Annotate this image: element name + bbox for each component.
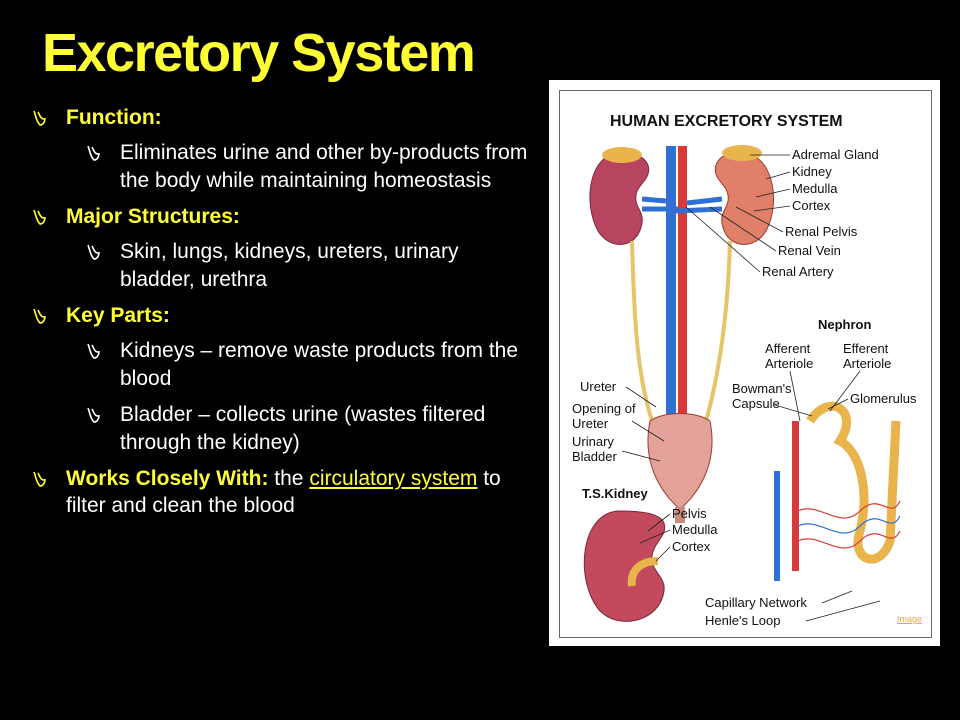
label-adremal: Adremal Gland: [792, 147, 879, 162]
label-capsule: Capsule: [732, 396, 780, 411]
structures-text: Skin, lungs, kidneys, ureters, urinary b…: [120, 240, 459, 291]
bullet-mark-icon: [84, 143, 104, 163]
function-text: Eliminates urine and other by-products f…: [120, 141, 528, 192]
label-renal-artery: Renal Artery: [762, 264, 834, 279]
structures-label: Major Structures:: [66, 205, 240, 228]
works-with-label: Works Closely With:: [66, 467, 269, 490]
bullet-mark-icon: [30, 108, 50, 128]
image-credit-link[interactable]: Image: [896, 614, 922, 624]
bladder-text: Bladder – collects urine (wastes filtere…: [120, 403, 486, 454]
excretory-system-diagram: HUMAN EXCRETORY SYSTEM Adremal Gland Kid…: [549, 80, 940, 646]
bullet-mark-icon: [84, 405, 104, 425]
label-medulla: Medulla: [792, 181, 838, 196]
label-cortex: Cortex: [792, 198, 831, 213]
circulatory-system-link[interactable]: circulatory system: [309, 467, 478, 490]
diagram-frame: HUMAN EXCRETORY SYSTEM Adremal Gland Kid…: [559, 90, 932, 638]
label-afferent-arteriole: Arteriole: [765, 356, 813, 371]
works-with-text: Works Closely With: the circulatory syst…: [66, 467, 501, 517]
bullet-mark-icon: [30, 207, 50, 227]
ts-kidney-heading: T.S.Kidney: [582, 486, 649, 501]
bullet-function-detail: Eliminates urine and other by-products f…: [30, 139, 530, 195]
bullet-key-parts: Key Parts:: [30, 302, 530, 329]
label-efferent: Efferent: [843, 341, 889, 356]
bullet-structures-detail: Skin, lungs, kidneys, ureters, urinary b…: [30, 238, 530, 294]
bullet-mark-icon: [30, 306, 50, 326]
bullet-mark-icon: [30, 469, 50, 489]
function-label: Function:: [66, 106, 162, 129]
bullet-kidneys: Kidneys – remove waste products from the…: [30, 337, 530, 393]
bullet-mark-icon: [84, 341, 104, 361]
works-post: to filter and clean the blood: [66, 467, 501, 517]
label-bowmans: Bowman's: [732, 381, 792, 396]
label-kidney: Kidney: [792, 164, 832, 179]
label-ts-cortex: Cortex: [672, 539, 711, 554]
bullet-works-with: Works Closely With: the circulatory syst…: [30, 465, 530, 519]
label-ts-pelvis: Pelvis: [672, 506, 707, 521]
nephron-heading: Nephron: [818, 317, 872, 332]
bullet-bladder: Bladder – collects urine (wastes filtere…: [30, 401, 530, 457]
label-ureter: Ureter: [580, 379, 617, 394]
label-afferent: Afferent: [765, 341, 811, 356]
kidneys-text: Kidneys – remove waste products from the…: [120, 339, 519, 390]
label-capillary-network: Capillary Network: [705, 595, 807, 610]
bullet-structures: Major Structures:: [30, 203, 530, 230]
diagram-heading: HUMAN EXCRETORY SYSTEM: [610, 113, 843, 130]
label-glomerulus: Glomerulus: [850, 391, 917, 406]
label-ts-medulla: Medulla: [672, 522, 718, 537]
diagram-illustration: HUMAN EXCRETORY SYSTEM Adremal Gland Kid…: [572, 113, 917, 628]
bullet-mark-icon: [84, 242, 104, 262]
slide-title: Excretory System: [42, 23, 476, 83]
label-opening-ureter: Ureter: [572, 416, 609, 431]
label-bladder: Bladder: [572, 449, 617, 464]
key-parts-label: Key Parts:: [66, 304, 170, 327]
works-pre: the: [274, 467, 304, 490]
label-renal-pelvis: Renal Pelvis: [785, 224, 858, 239]
label-renal-vein: Renal Vein: [778, 243, 841, 258]
label-henles-loop: Henle's Loop: [705, 613, 780, 628]
label-efferent-arteriole: Arteriole: [843, 356, 891, 371]
bullet-function: Function:: [30, 104, 530, 131]
bullet-list: Function: Eliminates urine and other by-…: [30, 104, 530, 527]
label-urinary: Urinary: [572, 434, 614, 449]
label-opening-of: Opening of: [572, 401, 636, 416]
